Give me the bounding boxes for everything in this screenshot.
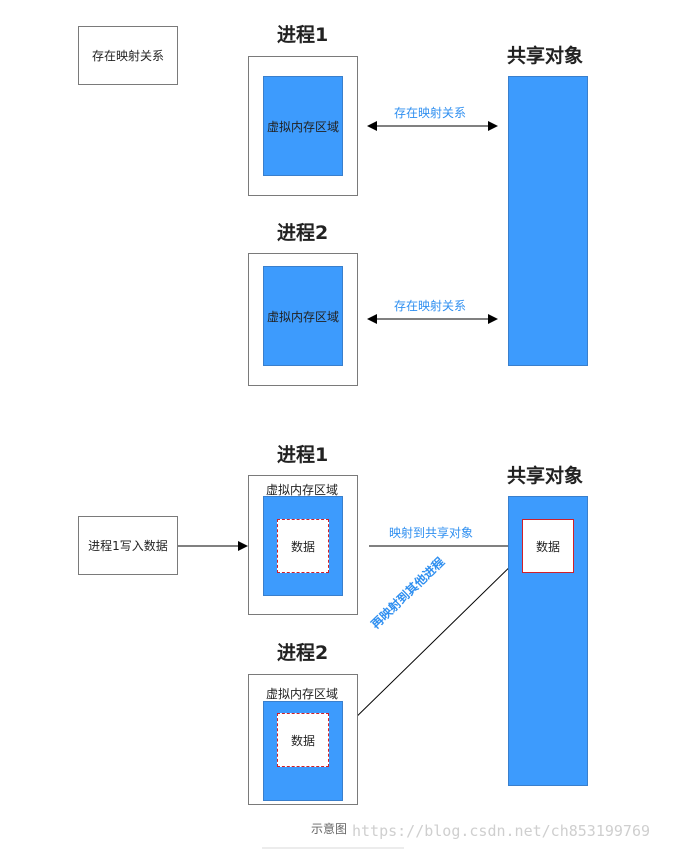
legend-box: 存在映射关系 [78,26,178,85]
bottom-shared-title: 共享对象 [507,465,584,487]
top-process1-region: 虚拟内存区域 [263,76,343,176]
remap-arrow [344,555,522,729]
top-process2-region: 虚拟内存区域 [263,266,343,366]
bottom-process2-data-label: 数据 [290,733,315,748]
write-data-box: 进程1写入数据 [78,516,178,575]
top-process1-title: 进程1 [277,24,329,46]
bottom-process1-data: 数据 [277,519,329,573]
bottom-process2-data: 数据 [277,713,329,767]
top-shared-title: 共享对象 [507,45,584,67]
shared-data-label: 数据 [535,539,560,554]
shared-data: 数据 [522,519,574,573]
top-process1-region-label: 虚拟内存区域 [266,119,339,134]
caption: 示意图 [311,822,348,836]
bottom-process1-region-label: 虚拟内存区域 [266,483,339,497]
legend-text: 存在映射关系 [91,49,164,63]
top-arrow2-label: 存在映射关系 [394,299,467,313]
bottom-process1-title: 进程1 [277,444,329,466]
bottom-process2-region-label: 虚拟内存区域 [266,687,339,701]
bottom-process1-region [263,496,343,596]
top-shared-object [508,76,588,366]
top-process2-region-label: 虚拟内存区域 [266,309,339,324]
map-label: 映射到共享对象 [389,526,474,540]
bottom-process2-title: 进程2 [277,642,329,664]
top-arrow1-label: 存在映射关系 [394,106,467,120]
bottom-process1-data-label: 数据 [290,539,315,554]
watermark: https://blog.csdn.net/ch853199769 [352,822,651,840]
top-process2-title: 进程2 [277,222,329,244]
write-data-label: 进程1写入数据 [88,539,168,553]
